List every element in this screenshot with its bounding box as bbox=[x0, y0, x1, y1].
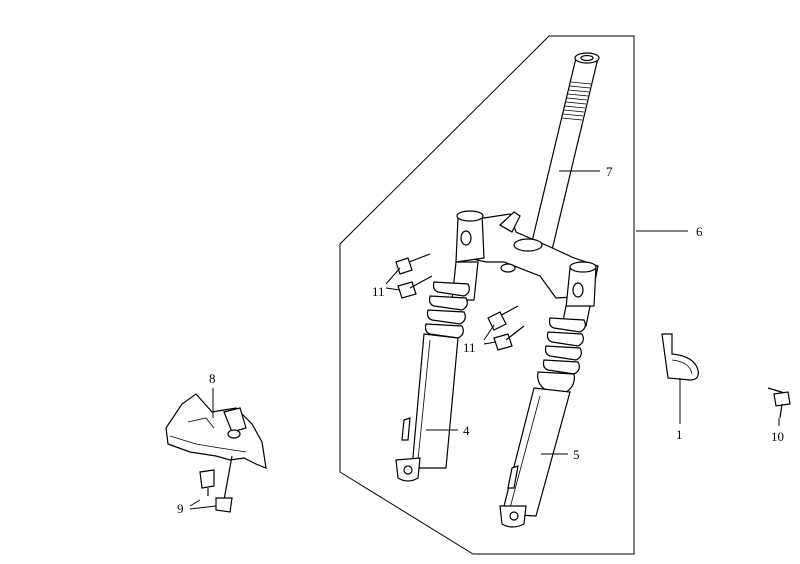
callout-1: 1 bbox=[676, 427, 683, 442]
callout-9: 9 bbox=[177, 501, 184, 516]
bolt-11-lower bbox=[487, 305, 525, 351]
fender-bracket bbox=[165, 393, 267, 469]
callout-4: 4 bbox=[463, 423, 470, 438]
callout-11-upper: 11 bbox=[372, 284, 385, 299]
leader-lines bbox=[189, 170, 780, 510]
bolt-10 bbox=[767, 387, 791, 419]
left-fork-leg bbox=[395, 261, 479, 482]
screws-9 bbox=[199, 455, 233, 513]
callout-6: 6 bbox=[696, 224, 703, 239]
fork-bridge bbox=[455, 210, 599, 309]
right-fork-leg bbox=[499, 305, 591, 528]
callout-8: 8 bbox=[209, 371, 216, 386]
assembly-boundary bbox=[339, 35, 635, 555]
bolt-11-upper bbox=[395, 253, 433, 299]
steering-stem bbox=[529, 52, 600, 251]
callout-7: 7 bbox=[606, 164, 613, 179]
callout-5: 5 bbox=[573, 447, 580, 462]
callout-10: 10 bbox=[771, 429, 784, 444]
callout-11-lower: 11 bbox=[463, 340, 476, 355]
hose-clip bbox=[661, 333, 699, 381]
